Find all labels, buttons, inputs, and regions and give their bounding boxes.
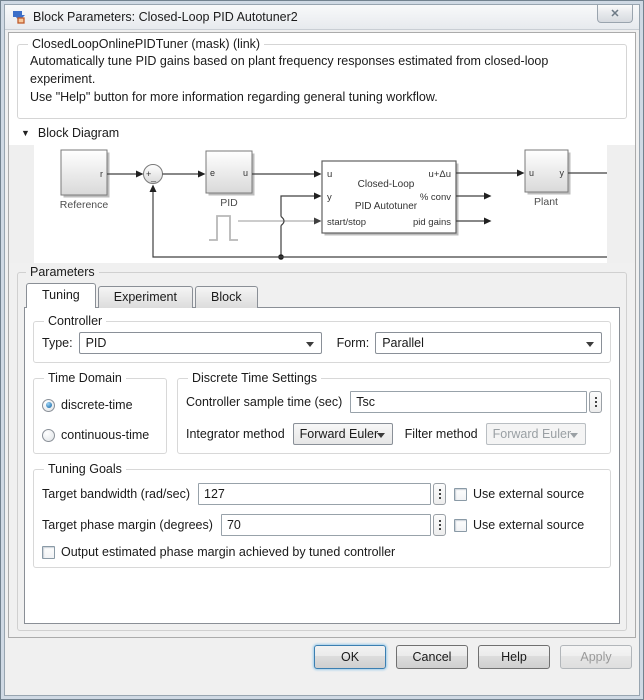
mask-description-line2: Use "Help" button for more information r…: [30, 89, 438, 104]
block-diagram-toggle[interactable]: ▼ Block Diagram: [9, 121, 635, 145]
svg-text:pid gains: pid gains: [413, 217, 451, 228]
button-row: OK Cancel Help Apply: [8, 638, 636, 676]
tab-block[interactable]: Block: [195, 286, 258, 309]
svg-text:Closed-Loop: Closed-Loop: [358, 179, 415, 190]
svg-text:+: +: [146, 169, 151, 179]
close-button[interactable]: ✕: [597, 5, 633, 23]
mask-description-group: ClosedLoopOnlinePIDTuner (mask) (link) A…: [17, 37, 627, 120]
checkbox-icon[interactable]: [454, 487, 467, 501]
radio-continuous-time[interactable]: continuous-time: [42, 428, 158, 442]
sample-time-input[interactable]: [350, 391, 587, 414]
pid-block: e u PID: [205, 150, 255, 209]
form-dropdown[interactable]: Parallel: [375, 332, 602, 355]
mask-title: ClosedLoopOnlinePIDTuner (mask) (link): [32, 37, 261, 51]
phase-margin-external-source[interactable]: Use external source: [454, 518, 602, 532]
svg-text:e: e: [210, 168, 215, 178]
controller-group: Controller Type: PID Form: Parallel: [33, 314, 611, 364]
type-dropdown[interactable]: PID: [78, 332, 322, 355]
tab-bar: Tuning Experiment Block: [24, 283, 620, 309]
radio-discrete-time[interactable]: discrete-time: [42, 398, 158, 412]
svg-text:u: u: [327, 169, 332, 180]
cancel-button[interactable]: Cancel: [396, 645, 468, 669]
svg-text:% conv: % conv: [420, 192, 451, 203]
type-label: Type:: [42, 336, 73, 351]
svg-text:y: y: [327, 192, 332, 203]
dialog-body: ClosedLoopOnlinePIDTuner (mask) (link) A…: [5, 30, 639, 695]
window-title: Block Parameters: Closed-Loop PID Autotu…: [33, 10, 298, 24]
parameters-group: Parameters Tuning Experiment Block: [17, 265, 627, 631]
sample-time-label: Controller sample time (sec): [186, 395, 343, 410]
svg-text:Reference: Reference: [60, 199, 109, 211]
plant-block: u y Plant: [524, 149, 571, 208]
time-domain-group: Time Domain discrete-time continuous-tim…: [33, 371, 167, 455]
parameters-section: Parameters Tuning Experiment Block: [9, 263, 635, 637]
svg-text:PID: PID: [220, 197, 238, 209]
target-phase-margin-spinner[interactable]: [433, 514, 446, 537]
svg-text:u: u: [243, 168, 248, 178]
svg-text:u: u: [529, 168, 534, 178]
dialog-window: Block Parameters: Closed-Loop PID Autotu…: [4, 4, 640, 696]
block-diagram-canvas: r Reference + _: [34, 145, 607, 264]
ok-button[interactable]: OK: [314, 645, 386, 669]
autotuner-block: u y start/stop u+Δu % conv pid gains Clo…: [321, 160, 459, 236]
collapse-triangle-icon: ▼: [21, 128, 30, 139]
sample-time-spinner[interactable]: [589, 391, 602, 414]
svg-text:u+Δu: u+Δu: [429, 169, 451, 180]
block-diagram-row: r Reference + _: [9, 145, 635, 264]
target-bandwidth-input[interactable]: [198, 483, 431, 506]
tuning-goals-group: Tuning Goals Target bandwidth (rad/sec) …: [33, 462, 611, 569]
mask-panel: ClosedLoopOnlinePIDTuner (mask) (link) A…: [8, 32, 636, 638]
mask-description-line1: Automatically tune PID gains based on pl…: [30, 54, 549, 86]
title-bar[interactable]: Block Parameters: Closed-Loop PID Autotu…: [5, 5, 639, 30]
bandwidth-external-source[interactable]: Use external source: [454, 487, 602, 501]
svg-text:start/stop: start/stop: [327, 217, 366, 228]
help-button[interactable]: Help: [478, 645, 550, 669]
target-phase-margin-label: Target phase margin (degrees): [42, 518, 213, 533]
target-phase-margin-input[interactable]: [220, 514, 431, 537]
filter-method-label: Filter method: [404, 427, 478, 442]
form-label: Form:: [336, 336, 370, 351]
svg-text:y: y: [560, 168, 565, 178]
integrator-method-dropdown[interactable]: Forward Euler: [292, 423, 393, 446]
reference-block: r Reference: [60, 149, 110, 211]
discrete-time-settings-group: Discrete Time Settings Controller sample…: [177, 371, 611, 455]
tab-tuning[interactable]: Tuning: [26, 283, 96, 309]
sum-junction: + _: [143, 164, 163, 185]
close-icon: ✕: [610, 7, 620, 20]
svg-text:r: r: [100, 169, 103, 179]
target-bandwidth-label: Target bandwidth (rad/sec): [42, 487, 190, 502]
block-diagram-label: Block Diagram: [37, 126, 120, 141]
pulse-generator-icon: [209, 215, 238, 242]
checkbox-icon[interactable]: [454, 518, 467, 532]
svg-text:Plant: Plant: [534, 196, 558, 208]
tab-experiment[interactable]: Experiment: [97, 286, 193, 309]
filter-method-dropdown: Forward Euler: [485, 423, 586, 446]
svg-text:_: _: [150, 172, 157, 182]
integrator-method-label: Integrator method: [186, 427, 285, 442]
simulink-block-icon: [13, 11, 25, 24]
tuning-tab-panel: Controller Type: PID Form: Parallel: [24, 307, 620, 624]
target-bandwidth-spinner[interactable]: [433, 483, 446, 506]
checkbox-icon[interactable]: [42, 545, 55, 559]
mask-description: Automatically tune PID gains based on pl…: [26, 51, 618, 110]
output-estimated-phase-margin-checkbox[interactable]: Output estimated phase margin achieved b…: [42, 545, 602, 559]
parameters-legend: Parameters: [30, 265, 95, 280]
svg-text:PID Autotuner: PID Autotuner: [355, 201, 418, 212]
radio-button-icon[interactable]: [42, 398, 55, 412]
radio-button-icon[interactable]: [42, 428, 55, 442]
apply-button: Apply: [560, 645, 632, 669]
